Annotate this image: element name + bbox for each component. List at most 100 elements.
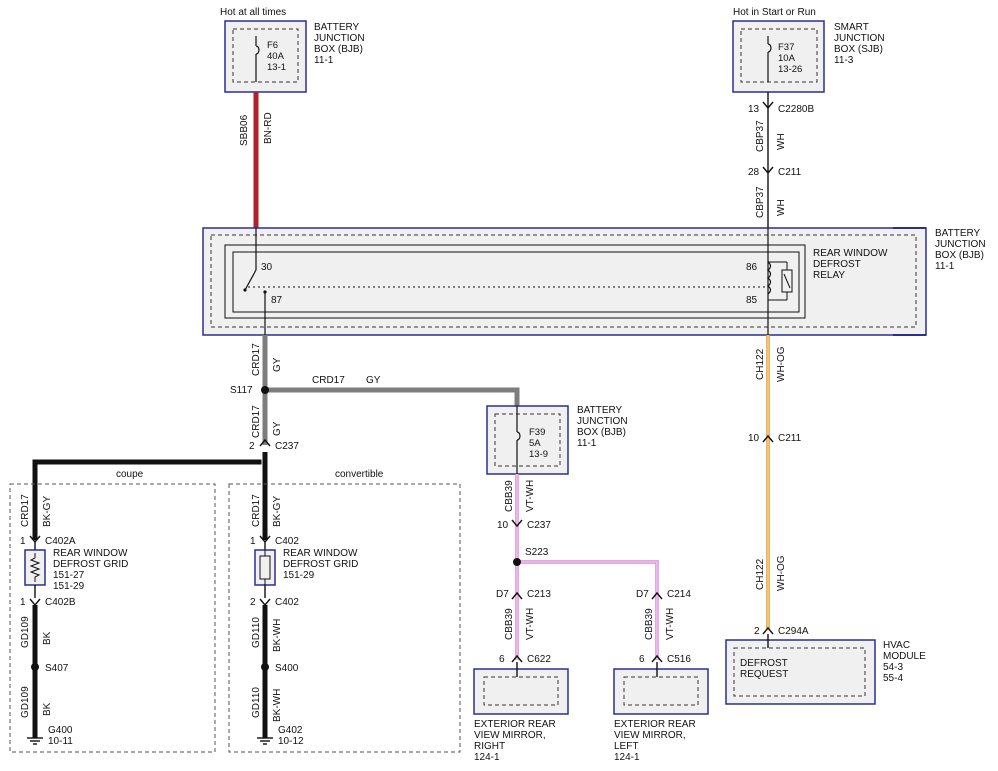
connector-c516-symbol (651, 654, 663, 663)
connector-c211b-symbol (762, 434, 774, 443)
relay-junction-box (202, 227, 927, 336)
bjb-mid-box (486, 405, 569, 475)
bjb-mid-pin: 10 (497, 520, 509, 531)
mirror-left-pin2: 6 (639, 654, 645, 665)
sjb-wire-circuit2: CBP37 (755, 186, 766, 218)
connector-c402-bot-symbol (259, 598, 271, 607)
bjb-mid-title-4: 11-1 (577, 438, 597, 449)
hvac-request-2: REQUEST (740, 669, 788, 680)
hvac-connector2: C294A (778, 626, 809, 637)
mirror-right-box (473, 662, 569, 715)
relay-box-title-2: JUNCTION (935, 239, 986, 250)
hvac-connector: C211 (778, 433, 802, 444)
mirror-left-box (613, 662, 709, 715)
hvac-module-box (725, 634, 876, 705)
mirror-right-pin2: 6 (499, 654, 505, 665)
relay-pin-85: 85 (746, 295, 758, 306)
splice-s117-dot (261, 386, 269, 394)
mirror-right-title-2: VIEW MIRROR, (474, 730, 546, 741)
coupe-splice: S407 (45, 663, 69, 674)
coupe-gnd-color: BK (42, 631, 53, 645)
splice-s223-dot (513, 558, 521, 566)
convertible-gnd-color2: BK-WH (272, 689, 283, 722)
power-hot-all-times: Hot at all times (220, 7, 286, 18)
sjb-fuse-amp: 10A (778, 53, 796, 64)
coupe-conn-bot: C402B (45, 597, 76, 608)
hvac-title-2: MODULE (883, 651, 926, 662)
left-feed-circuit: CRD17 (251, 343, 262, 376)
mirror-right-title-4: 124-1 (474, 752, 500, 763)
coupe-grid-title-4: 151-29 (53, 581, 85, 592)
connector-c237-symbol (259, 438, 271, 447)
coupe-region (9, 483, 216, 753)
left-feed-color2: GY (272, 421, 283, 436)
left-feed-color: GY (272, 357, 283, 372)
relay-pin-87: 87 (271, 295, 283, 306)
relay-pin-30: 30 (261, 262, 273, 273)
sjb-wire-color2: WH (776, 199, 787, 216)
coupe-circuit: CRD17 (20, 494, 31, 527)
bjb-top-wire-circuit: SBB06 (239, 114, 250, 146)
relay-title-1: REAR WINDOW (813, 248, 888, 259)
coupe-gnd-circuit2: GD109 (20, 686, 31, 718)
connector-c213-symbol (511, 591, 523, 600)
coupe-grid-title-3: 151-27 (53, 570, 85, 581)
left-feed-connector: C237 (275, 441, 299, 452)
convertible-circuit: CRD17 (251, 494, 262, 527)
convertible-gnd-circuit2: GD110 (251, 687, 262, 718)
hvac-title-3: 54-3 (883, 662, 903, 673)
bjb-top-title-4: 11-1 (314, 55, 334, 66)
bjb-mid-title-3: BOX (BJB) (577, 427, 626, 438)
bjb-mid-fuse-id: F39 (529, 427, 545, 438)
coupe-defrost-grid (24, 549, 46, 586)
left-feed-branch-circuit: CRD17 (312, 375, 345, 386)
connector-c237b-symbol (511, 519, 523, 528)
convertible-splice: S400 (275, 663, 299, 674)
bjb-top-fuse-amp: 40A (267, 51, 285, 62)
mirror-right-title-1: EXTERIOR REAR (474, 719, 556, 730)
bjb-mid-title-1: BATTERY (577, 405, 623, 416)
left-feed-splice: S117 (230, 385, 253, 396)
mirror-left-color: VT-WH (665, 608, 676, 640)
convertible-gnd-circuit: GD110 (251, 617, 262, 648)
convertible-conn-bot: C402 (275, 597, 299, 608)
sjb-fuse-id: F37 (778, 42, 794, 53)
connector-c2280b-symbol (762, 101, 774, 110)
convertible-label: convertible (335, 469, 384, 480)
convertible-ground-icon (257, 737, 273, 745)
mirror-left-connector: C214 (667, 589, 691, 600)
relay-box-title-1: BATTERY (935, 228, 981, 239)
bjb-top-title-1: BATTERY (314, 22, 360, 33)
hvac-pin2: 2 (754, 626, 760, 637)
sjb-pin2: 28 (748, 167, 760, 178)
coupe-gnd-color2: BK (42, 702, 53, 716)
connector-c294a-symbol (762, 626, 774, 635)
mirror-right-circuit: CBB39 (504, 608, 515, 640)
bjb-top-fuse-loc: 13-1 (267, 62, 286, 73)
mirror-left-connector2: C516 (667, 654, 691, 665)
relay-box-title-3: BOX (BJB) (935, 250, 984, 261)
convertible-defrost-grid (254, 549, 276, 586)
mirror-left-pin: D7 (636, 589, 649, 600)
bjb-top-box (224, 20, 307, 93)
convertible-color: BK-GY (272, 496, 283, 527)
relay-title-2: DEFROST (813, 259, 861, 270)
coupe-color: BK-GY (42, 496, 53, 527)
coupe-pin-bot: 1 (20, 597, 26, 608)
hvac-circuit2: CH122 (755, 558, 766, 590)
convertible-grid-title-1: REAR WINDOW (283, 548, 358, 559)
coupe-pin-top: 1 (20, 536, 26, 547)
splice-s400-dot (261, 663, 269, 671)
sjb-title-2: JUNCTION (834, 33, 885, 44)
sjb-box (732, 20, 825, 93)
mirror-right-title-3: RIGHT (474, 741, 505, 752)
bjb-mid-title-2: JUNCTION (577, 416, 628, 427)
mirror-left-title-3: LEFT (614, 741, 638, 752)
bjb-mid-connector: C237 (527, 520, 551, 531)
mirror-right-connector: C213 (527, 589, 551, 600)
relay-box-title-4: 11-1 (935, 261, 955, 272)
mirror-right-pin: D7 (496, 589, 509, 600)
mirror-left-title-4: 124-1 (614, 752, 640, 763)
sjb-title-4: 11-3 (834, 55, 854, 66)
left-feed-pin: 2 (249, 441, 255, 452)
